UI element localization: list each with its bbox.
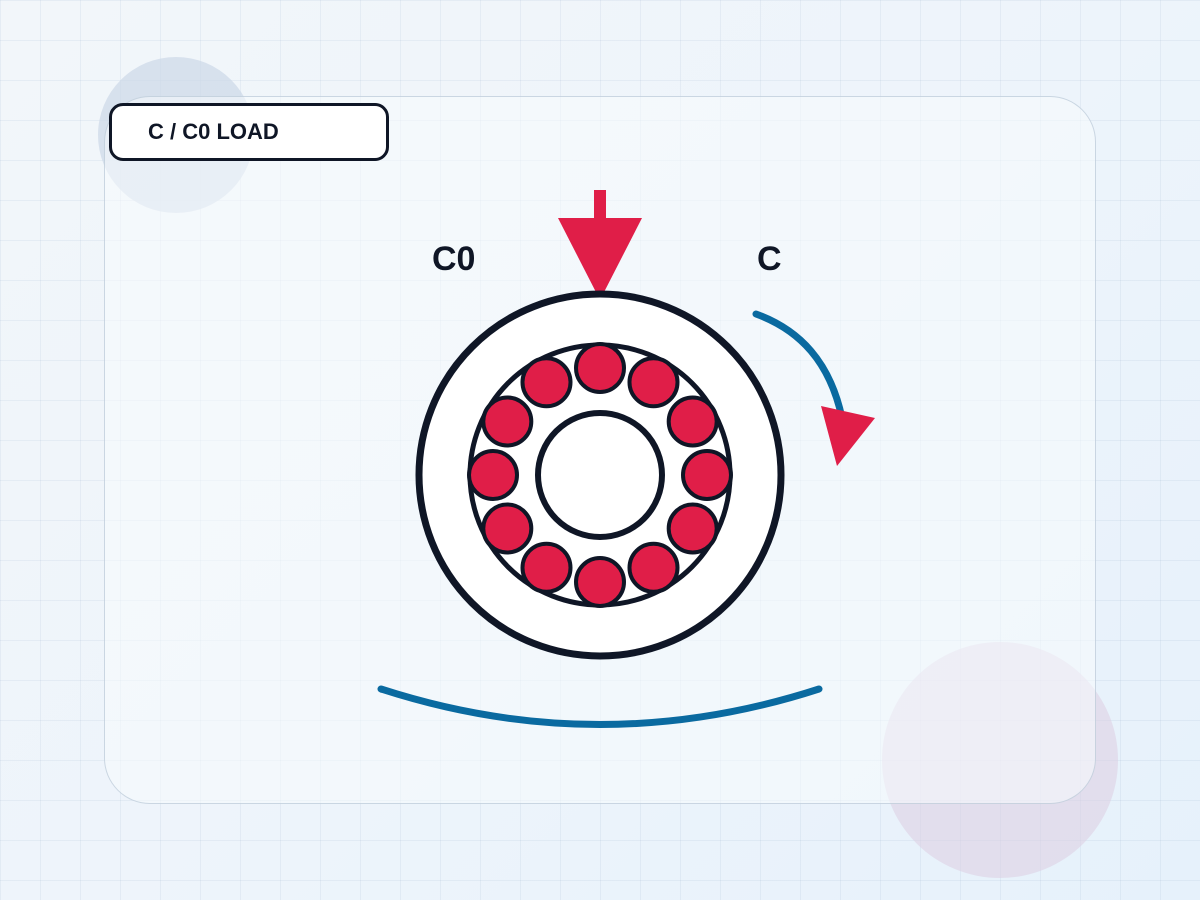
bearing-ball — [627, 356, 680, 409]
bearing-balls — [467, 342, 733, 608]
support-arc — [377, 685, 823, 728]
bearing-ball — [481, 395, 534, 448]
bearing-ball — [681, 449, 733, 501]
bearing-ball — [574, 342, 626, 394]
bearing-ball — [666, 395, 719, 448]
bearing-ball — [666, 502, 719, 555]
bearing-inner-ring — [535, 410, 665, 540]
bearing-ball — [520, 541, 573, 594]
title-label: C / C0 LOAD — [109, 103, 389, 161]
bearing-ball — [467, 449, 519, 501]
bearing-ball — [574, 556, 626, 608]
static-load-label: C0 — [432, 240, 475, 278]
bearing-ball — [627, 541, 680, 594]
bearing-ball — [481, 502, 534, 555]
dynamic-load-label: C — [757, 240, 782, 278]
bearing-ball — [520, 356, 573, 409]
static-load-arrow-icon — [558, 190, 642, 300]
rotation-arrow-icon — [752, 310, 875, 466]
